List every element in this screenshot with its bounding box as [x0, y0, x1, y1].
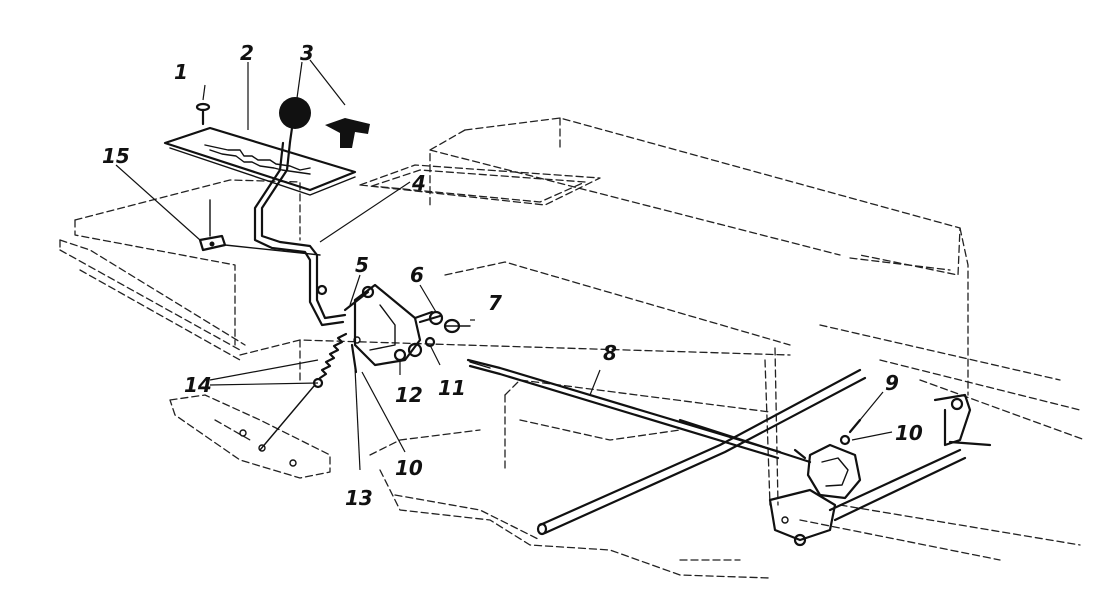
callout-10-front: 10	[395, 456, 423, 480]
callouts: 1 2 3 4 5 6 7 8 9 10 10 11 12 13 14 15	[102, 41, 923, 510]
callout-1: 1	[174, 60, 188, 84]
clevis-pin	[350, 336, 361, 374]
callout-12: 12	[395, 383, 423, 407]
control-rod	[466, 358, 812, 464]
callout-10-rear: 10	[895, 421, 923, 445]
callout-8: 8	[603, 341, 617, 365]
callout-15: 15	[102, 144, 130, 168]
spring	[259, 332, 348, 451]
shift-knob	[279, 97, 370, 148]
callout-7: 7	[488, 291, 502, 315]
cross-shaft	[536, 368, 867, 536]
callout-6: 6	[410, 263, 424, 287]
leader-lines	[115, 59, 893, 471]
shift-lever	[253, 140, 347, 327]
linkage-plate	[316, 283, 436, 367]
mounting-bracket	[198, 199, 321, 256]
callout-13: 13	[345, 486, 373, 510]
callout-3: 3	[300, 41, 314, 65]
callout-14: 14	[184, 373, 212, 397]
shift-plate	[163, 126, 357, 196]
callout-2: 2	[240, 41, 254, 65]
callout-11: 11	[438, 376, 466, 400]
callout-5: 5	[355, 253, 369, 277]
screw	[195, 102, 211, 126]
rear-lever-assembly	[768, 393, 992, 547]
pivot-bolt	[418, 310, 471, 334]
callout-4: 4	[411, 171, 426, 195]
tractor-body-outline	[59, 117, 1086, 579]
callout-9: 9	[885, 371, 899, 395]
